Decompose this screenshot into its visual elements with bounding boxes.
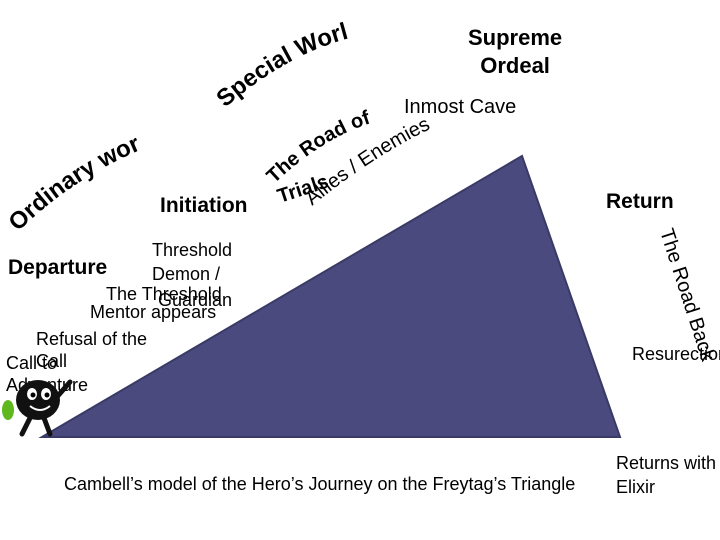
mentor-appears-label: Mentor appears [90,302,216,323]
threshold-demon-label: Threshold Demon / [152,238,232,286]
caption: Cambell’s model of the Hero’s Journey on… [64,474,575,495]
departure-label: Departure [8,256,107,280]
supreme-ordeal-label: Supreme Ordeal [468,24,562,80]
resurrection-label: Resurection [632,344,720,365]
running-hero-icon [0,372,80,442]
return-label: Return [606,190,674,214]
initiation-label: Initiation [160,194,248,218]
returns-with-elixir-label: Returns with Elixir [616,451,716,499]
special-world-label: Special World [0,0,351,112]
inmost-cave-label: Inmost Cave [404,96,516,119]
ordinary-world-label: Ordinary world [0,0,144,236]
